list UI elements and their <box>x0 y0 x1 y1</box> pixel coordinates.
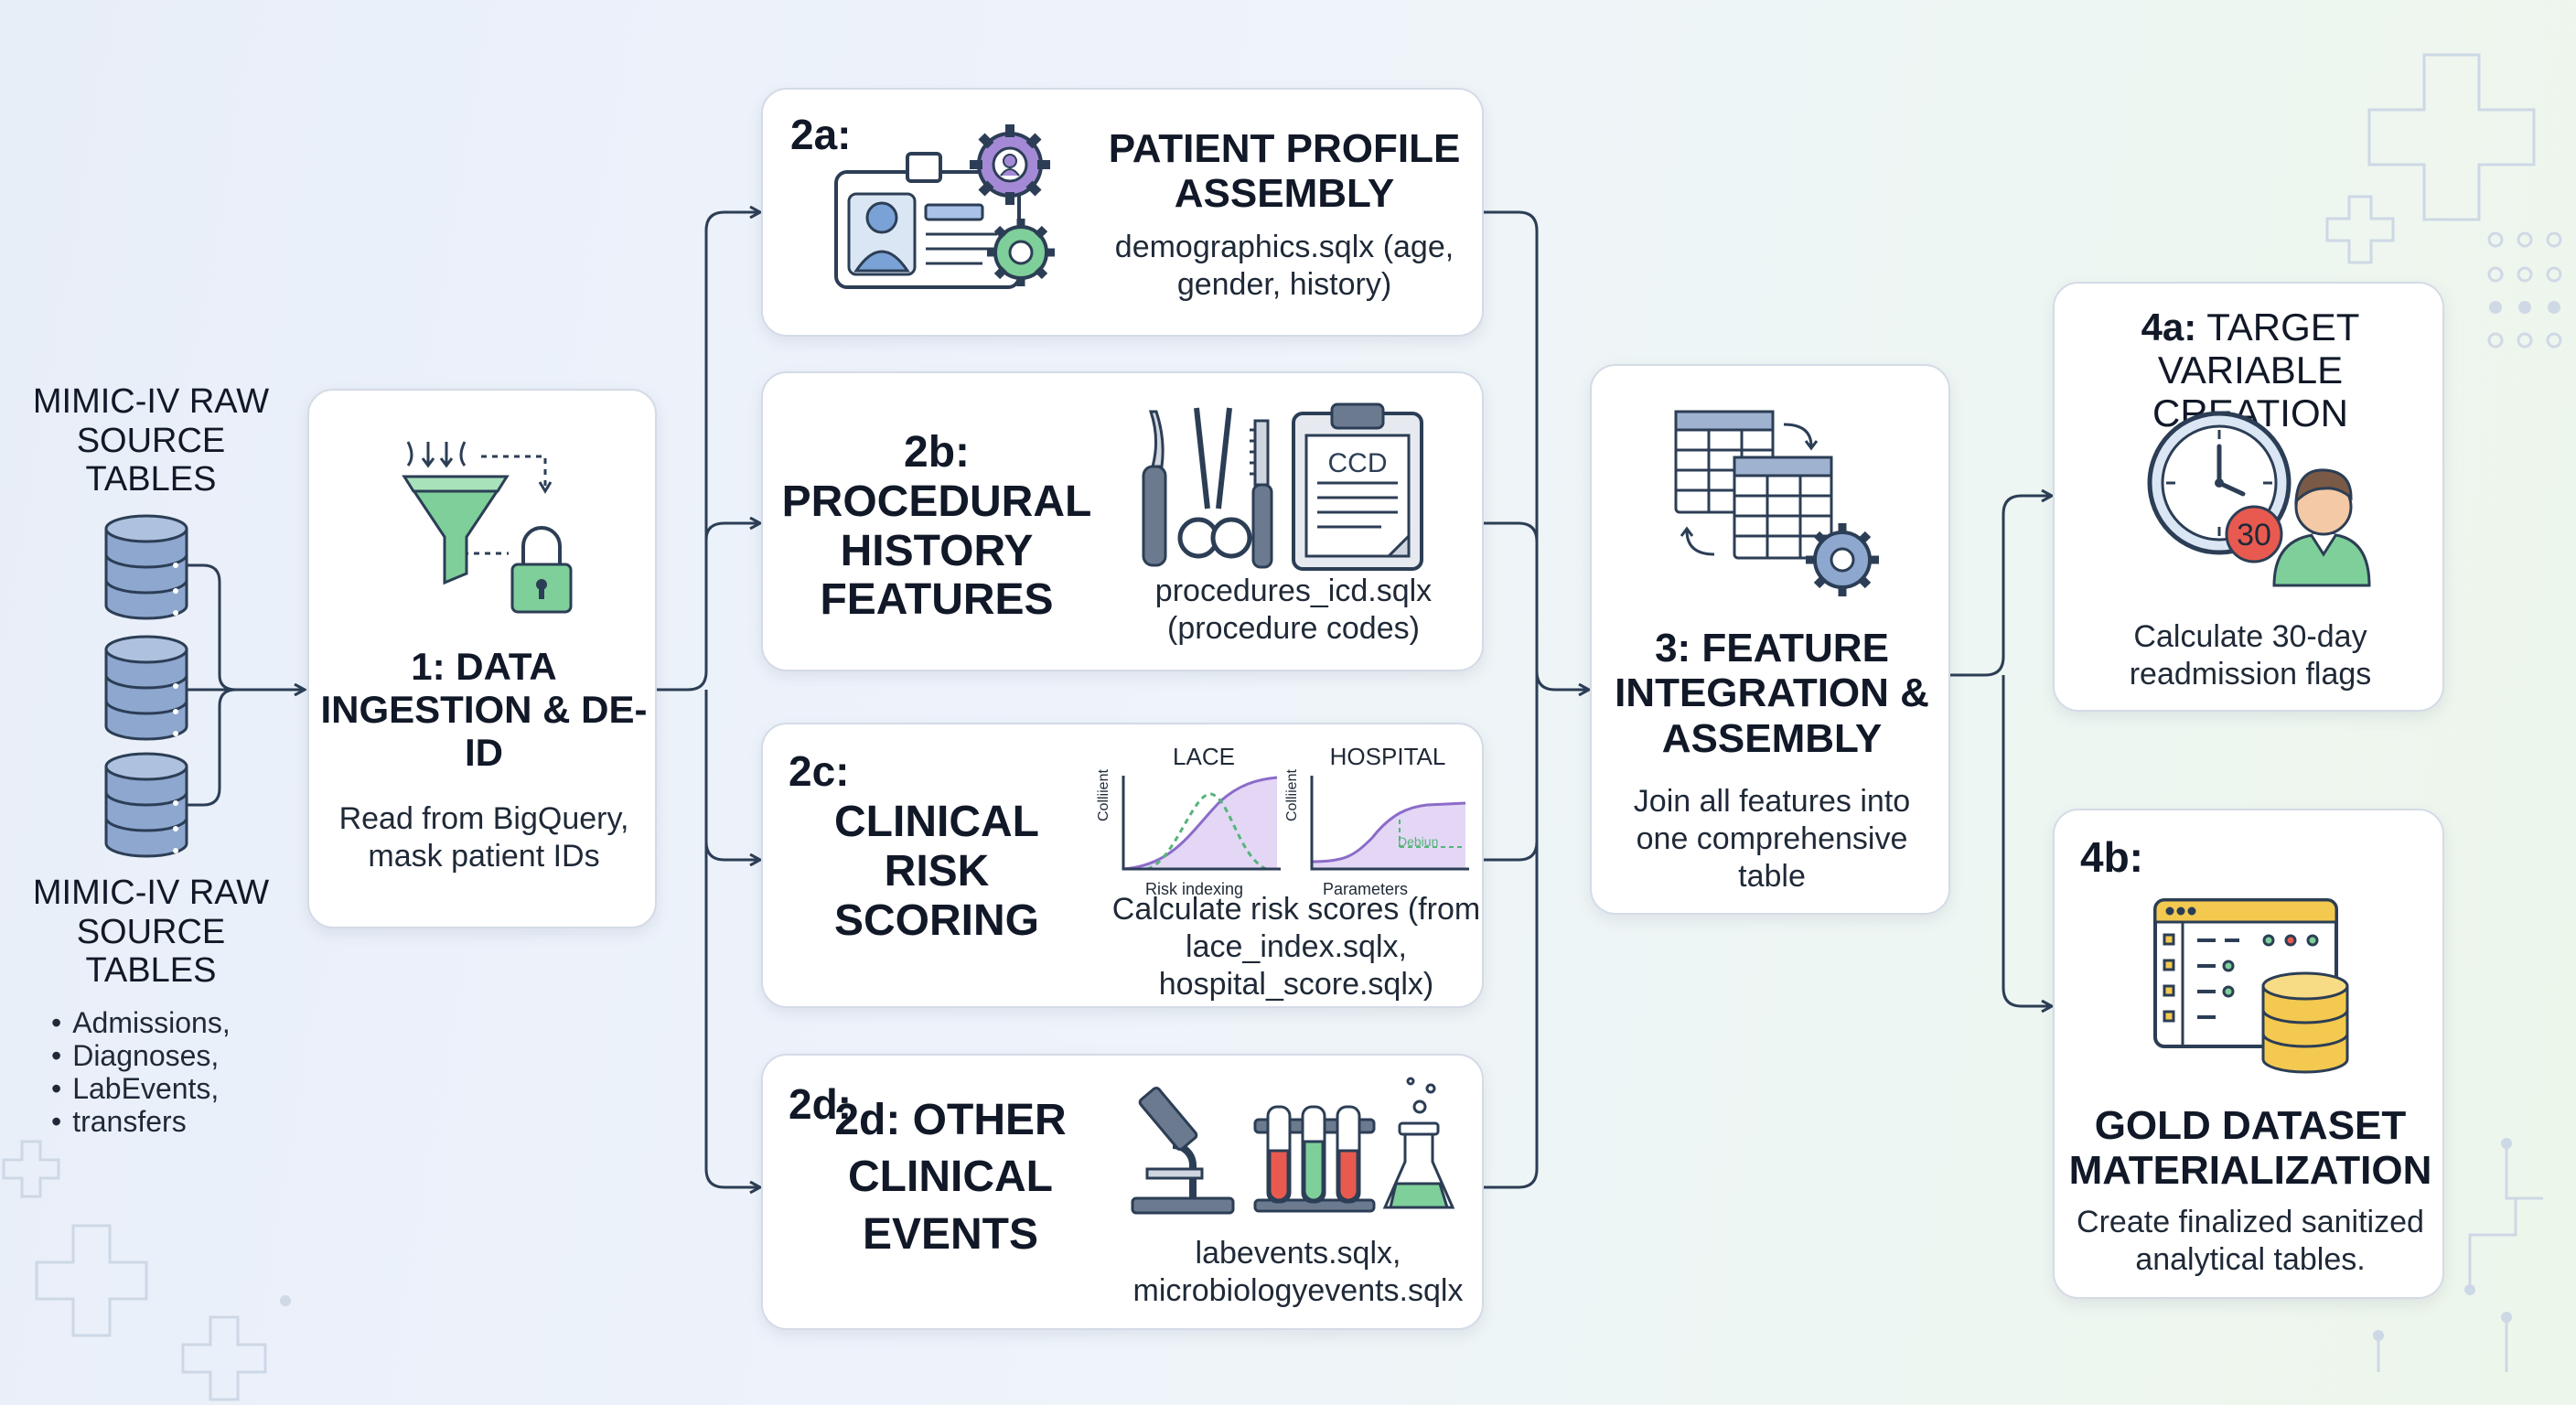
step4a-desc: Calculate 30-day readmission flags <box>2129 619 2372 692</box>
step1-card: 1: DATA INGESTION & DE-ID Read from BigQ… <box>307 389 657 928</box>
list-item: Admissions, <box>51 1006 231 1039</box>
step2a-tag: 2a: <box>790 111 852 158</box>
cross-decoration <box>2367 53 2536 221</box>
source-title-bottom: MIMIC-IV RAW SOURCE TABLES <box>32 874 270 991</box>
step2c-card: 2c: CLINICAL RISK SCORING LACE Colliient… <box>761 723 1484 1008</box>
step4b-desc: Create finalized sanitized analytical ta… <box>2077 1205 2424 1277</box>
merge-bus <box>1484 210 1539 1189</box>
connector-db1 <box>183 563 302 692</box>
database-icon <box>104 514 188 620</box>
merge-2b <box>1484 521 1539 542</box>
source-table-list: Admissions, Diagnoses, LabEvents, transf… <box>51 1006 231 1138</box>
connector-db3 <box>183 688 302 807</box>
circuit-decoration <box>2377 1143 2543 1372</box>
dataset-database-icon <box>2153 898 2349 1074</box>
step2c-tag: 2c: <box>789 747 850 795</box>
database-icon <box>104 752 188 858</box>
step2a-title: PATIENT PROFILE ASSEMBLY <box>1108 126 1461 217</box>
step4a-card: 4a: TARGET VARIABLE CREATION 30 Calculat… <box>2053 282 2444 712</box>
cross-decoration <box>181 1315 267 1401</box>
mini-chart-ylabel: Colliient <box>1284 769 1300 821</box>
arrow-to-4a <box>1950 496 2051 677</box>
mini-chart-annotation: Debiun <box>1398 834 1439 849</box>
source-title-top: MIMIC-IV RAW SOURCE TABLES <box>32 382 270 499</box>
id-card-gear-icon <box>834 124 1055 289</box>
step2a-desc: demographics.sqlx (age, gender, history) <box>1114 230 1454 302</box>
mini-chart-ylabel: Colliient <box>1096 769 1111 821</box>
step1-desc: Read from BigQuery, mask patient IDs <box>338 801 629 874</box>
arrow-to-step3 <box>1535 670 1588 690</box>
step2b-title: 2b: PROCEDURAL HISTORY FEATURES <box>781 428 1092 625</box>
mini-chart-xlabel: Risk indexing <box>1145 880 1244 898</box>
step1-title: 1: DATA INGESTION & DE-ID <box>320 645 648 775</box>
step4b-tag: 4b: <box>2080 833 2143 881</box>
hospital-curve-plot <box>1310 776 1469 871</box>
step3-desc: Join all features into one comprehensive… <box>1633 784 1911 894</box>
lab-equipment-icon <box>1131 1077 1455 1215</box>
surgical-tools-icon: CCD <box>1142 402 1423 571</box>
list-item: transfers <box>51 1105 231 1138</box>
step2d-desc: labevents.sqlx, microbiologyevents.sqlx <box>1132 1236 1464 1308</box>
step2c-desc: Calculate risk scores (from lace_index.s… <box>1111 892 1481 1002</box>
arrow-to-2c <box>704 841 759 860</box>
list-item: LabEvents, <box>51 1072 231 1105</box>
mini-chart-xlabel: Parameters <box>1323 880 1409 898</box>
arrow-to-4b <box>2002 675 2051 1006</box>
step3-card: 3: FEATURE INTEGRATION & ASSEMBLY Join a… <box>1590 364 1950 915</box>
step2d-card: 2d: 2d: OTHER CLINICAL EVENTS labevents.… <box>761 1054 1484 1330</box>
step2d-tag: 2d: <box>789 1080 852 1128</box>
lace-curve-plot <box>1122 776 1281 871</box>
mini-chart-title: HOSPITAL <box>1329 743 1446 770</box>
step2a-card: 2a: PATIENT PROFILE ASSEMBLY demographic… <box>761 88 1484 337</box>
mini-chart-title: LACE <box>1173 743 1235 770</box>
table-merge-icon <box>1674 410 1879 596</box>
list-item: Diagnoses, <box>51 1039 231 1072</box>
readmission-badge: 30 <box>2237 518 2271 552</box>
cross-decoration <box>2 1140 60 1198</box>
cross-decoration <box>2325 195 2395 264</box>
clipboard-label: CCD <box>1328 448 1388 478</box>
step4a-tag: 4a: <box>2141 306 2197 349</box>
clock-patient-icon: 30 <box>2147 411 2371 587</box>
filter-lock-icon <box>402 441 573 614</box>
step2d-title: 2d: OTHER CLINICAL EVENTS <box>834 1096 1067 1259</box>
step2c-title: CLINICAL RISK SCORING <box>833 798 1039 945</box>
arrow-to-2b <box>704 523 759 541</box>
merge-2c <box>1484 841 1539 862</box>
database-icon <box>104 635 188 741</box>
step2b-card: 2b: PROCEDURAL HISTORY FEATURES CCD proc… <box>761 371 1484 671</box>
arrow-to-2d <box>704 690 759 1187</box>
step4b-title: GOLD DATASET MATERIALIZATION <box>2068 1103 2432 1194</box>
cross-decoration <box>35 1224 148 1337</box>
arrow-to-2a <box>657 212 759 692</box>
step3-title: 3: FEATURE INTEGRATION & ASSEMBLY <box>1615 626 1929 761</box>
step4b-card: 4b: GOLD DATASET MATERIALIZATION Create … <box>2053 809 2444 1299</box>
step2b-desc: procedures_icd.sqlx (procedure codes) <box>1154 574 1433 646</box>
